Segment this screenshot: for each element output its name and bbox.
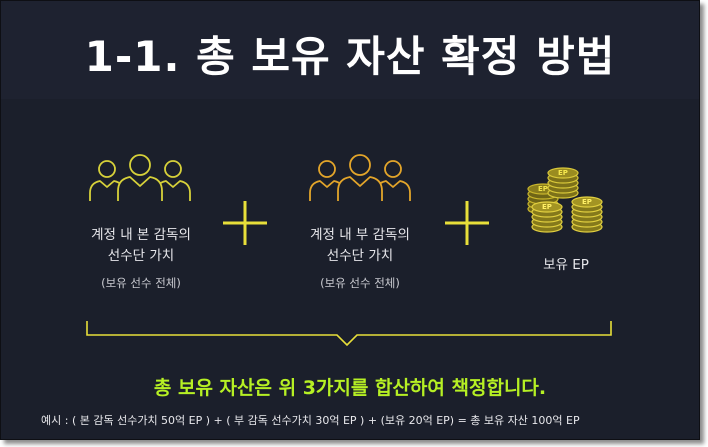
ep-coin-label: EP bbox=[582, 198, 592, 206]
summary-text: 총 보유 자산은 위 3가지를 합산하여 책정합니다. bbox=[153, 377, 547, 399]
item-sub-roster-sublabel: (보유 선수 전체) bbox=[320, 276, 400, 290]
item-main-roster-label: 계정 내 본 감독의 선수단 가치 bbox=[61, 225, 221, 267]
ep-coin-label: EP bbox=[538, 185, 548, 193]
players-group-icon bbox=[307, 153, 413, 207]
item-sub-roster-line2: 선수단 가치 bbox=[326, 248, 394, 264]
item-sub-roster-line1: 계정 내 부 감독의 bbox=[310, 227, 410, 243]
header-band: 1-1. 총 보유 자산 확정 방법 bbox=[1, 1, 699, 99]
slide-frame: 1-1. 총 보유 자산 확정 방법 계정 내 본 감독의 선수단 가치 (보유… bbox=[0, 0, 700, 440]
item-main-roster-sublabel: (보유 선수 전체) bbox=[101, 276, 181, 290]
item-main-roster-line2: 선수단 가치 bbox=[107, 248, 175, 264]
plus-icon bbox=[219, 197, 271, 253]
ep-coin-label: EP bbox=[542, 203, 552, 211]
item-main-roster-line1: 계정 내 본 감독의 bbox=[91, 227, 191, 243]
ep-coin-label: EP bbox=[558, 169, 568, 177]
item-ep-label: 보유 EP bbox=[543, 257, 589, 273]
plus-icon bbox=[441, 197, 493, 253]
ep-coins-icon: EP EP EP bbox=[525, 163, 611, 239]
sum-bracket bbox=[85, 319, 613, 355]
example-text: 예시 : ( 본 감독 선수가치 50억 EP ) + ( 부 감독 선수가치 … bbox=[41, 414, 580, 427]
item-sub-roster-label: 계정 내 부 감독의 선수단 가치 bbox=[280, 225, 440, 267]
page-title: 1-1. 총 보유 자산 확정 방법 bbox=[84, 32, 616, 81]
players-group-icon bbox=[87, 153, 193, 207]
